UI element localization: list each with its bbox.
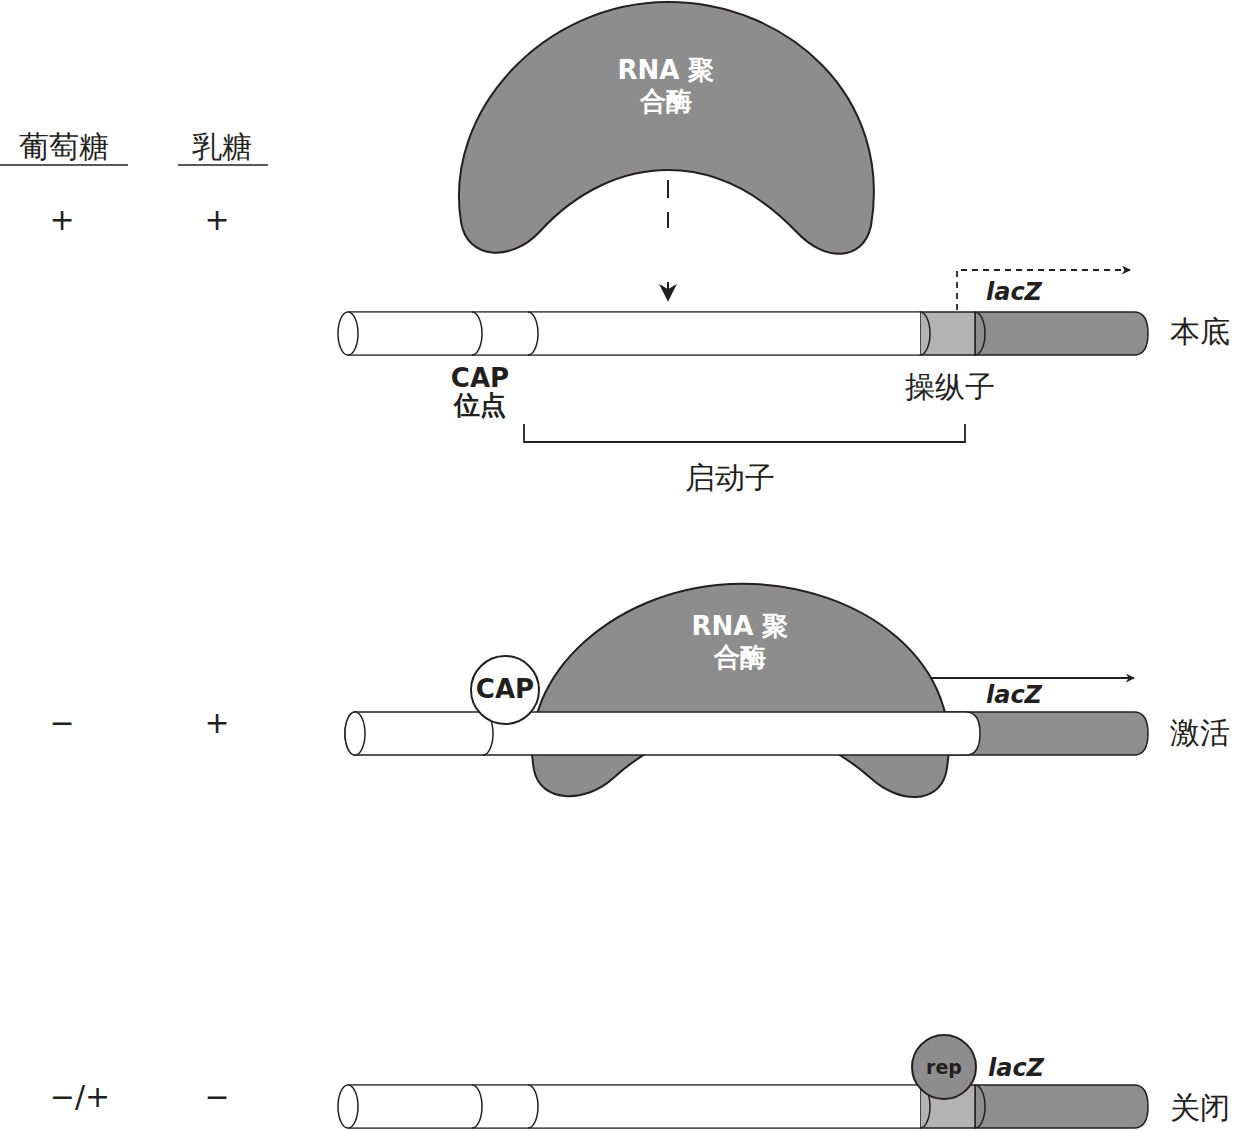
- promoter-bracket: [524, 424, 965, 442]
- rna-polymerase: RNA 聚合酶: [455, 0, 877, 262]
- basal-transcription-arrow: [957, 270, 1130, 310]
- rna-polymerase: RNA 聚合酶: [528, 582, 952, 804]
- repressor-protein: rep: [911, 1034, 977, 1100]
- dna-strand: [338, 312, 1148, 355]
- site-name: CAP 位点: [445, 365, 515, 420]
- node-text: RNA 聚合酶: [681, 611, 799, 673]
- binding-arrow: [667, 180, 669, 228]
- state-label: 关闭: [1170, 1091, 1230, 1126]
- gene-name: lacZ: [988, 1055, 1044, 1083]
- gene-name: lacZ: [986, 682, 1042, 710]
- header-rule: [0, 164, 128, 166]
- header-rule: [178, 164, 268, 166]
- state-label: 激活: [1170, 716, 1230, 751]
- condition-sign: +: [204, 203, 229, 238]
- lacz-gene: [960, 712, 1148, 755]
- transcription-arrow: [930, 678, 1134, 712]
- lacz-gene: [975, 1085, 1148, 1128]
- region-name: 启动子: [685, 461, 775, 496]
- condition-sign: +: [49, 203, 74, 238]
- operator: [920, 312, 975, 355]
- condition-sign: −: [49, 706, 74, 741]
- gene-name: lacZ: [986, 279, 1042, 307]
- dna-strand: [338, 1085, 1148, 1128]
- polymerase-shape: [455, 0, 877, 262]
- condition-sign: −/+: [50, 1080, 110, 1115]
- column-header: 乳糖: [192, 130, 252, 165]
- lacz-gene: [975, 312, 1148, 355]
- node-text: CAP: [476, 674, 534, 705]
- cap-protein: CAP: [470, 655, 540, 725]
- column-header: 葡萄糖: [19, 130, 109, 165]
- node-text: rep: [926, 1056, 962, 1079]
- condition-sign: −: [204, 1080, 229, 1115]
- state-label: 本底: [1170, 315, 1230, 350]
- node-text: RNA 聚合酶: [607, 55, 725, 117]
- condition-sign: +: [204, 706, 229, 741]
- region-name: 操纵子: [905, 370, 995, 405]
- binding-arrow: [667, 282, 669, 300]
